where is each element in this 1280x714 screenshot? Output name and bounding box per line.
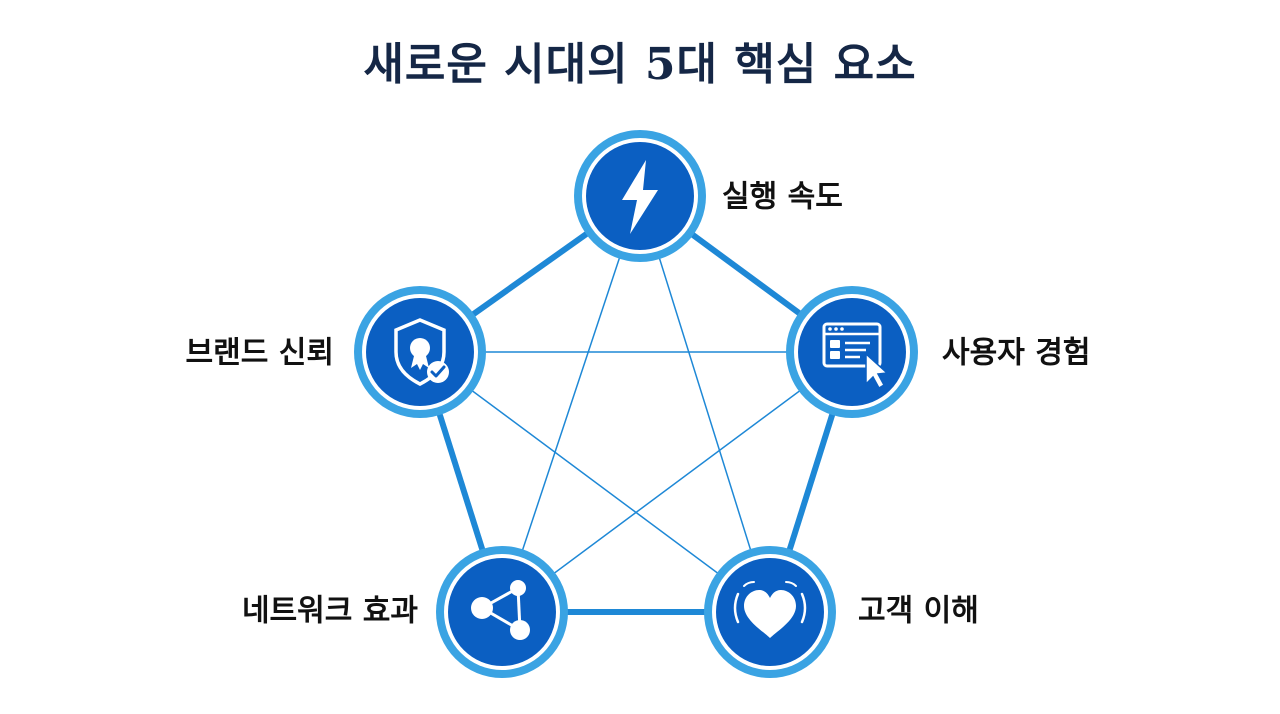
star-connections [419, 195, 853, 613]
browser-cursor-icon [822, 322, 889, 390]
shield-badge-icon [394, 318, 449, 386]
star-ux-network [501, 351, 853, 613]
node-ux [786, 286, 918, 418]
node-label-speed: 실행 속도 [722, 180, 843, 215]
diagram-title: 새로운 시대의 5대 핵심 요소 [363, 39, 917, 90]
node-label-network: 네트워크 효과 [242, 594, 418, 629]
node-brand [354, 286, 486, 418]
lightning-bolt-icon [622, 160, 658, 234]
node-customer [704, 546, 836, 678]
star-speed-customer [639, 195, 771, 613]
star-brand-customer [419, 351, 771, 613]
heart-icon [733, 581, 807, 638]
node-network [436, 546, 568, 678]
network-nodes-icon [471, 580, 530, 640]
star-speed-network [501, 195, 641, 613]
node-label-brand: 브랜드 신뢰 [186, 336, 334, 371]
node-label-ux: 사용자 경험 [942, 336, 1090, 371]
node-speed [574, 130, 706, 262]
node-label-customer: 고객 이해 [858, 594, 979, 629]
